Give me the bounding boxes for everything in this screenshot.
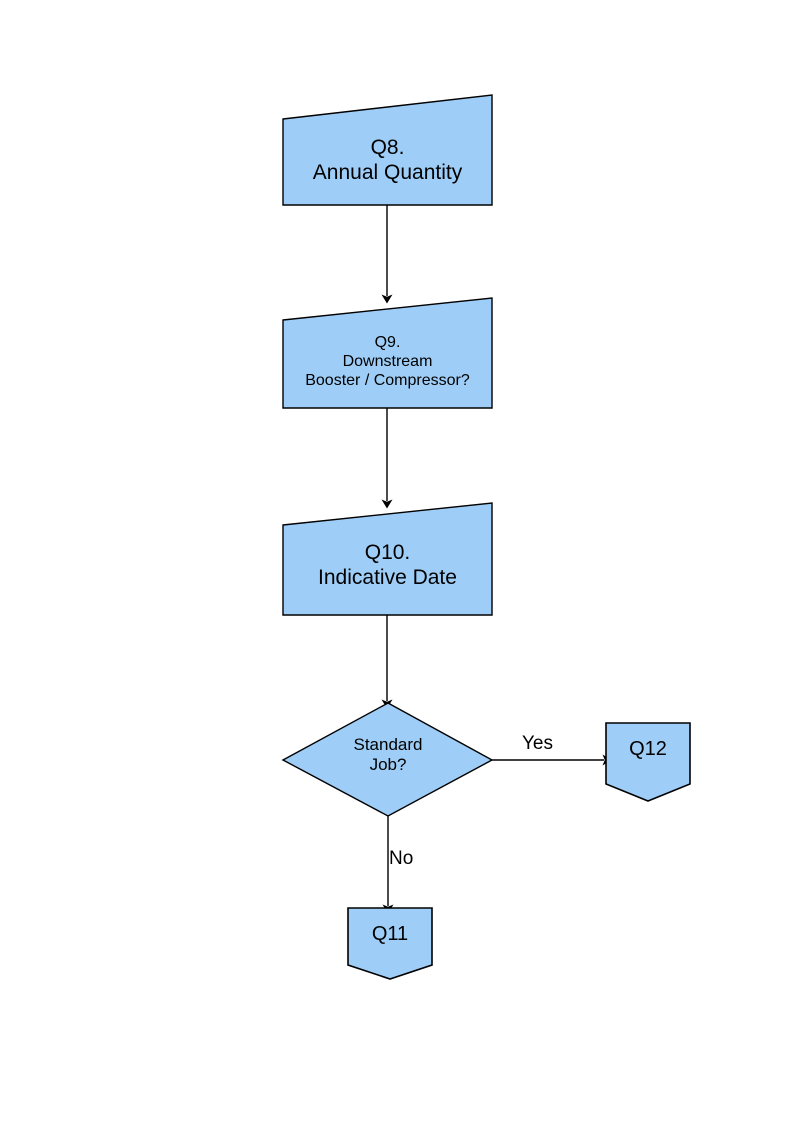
node-q8-shape[interactable] — [282, 94, 493, 206]
edge-label-no: No — [389, 848, 414, 869]
node-q12-shape[interactable] — [605, 722, 691, 802]
node-q9-shape[interactable] — [282, 297, 493, 409]
edge-label-yes: Yes — [522, 733, 553, 754]
node-q11-shape[interactable] — [347, 907, 433, 980]
node-q10-shape[interactable] — [282, 502, 493, 616]
